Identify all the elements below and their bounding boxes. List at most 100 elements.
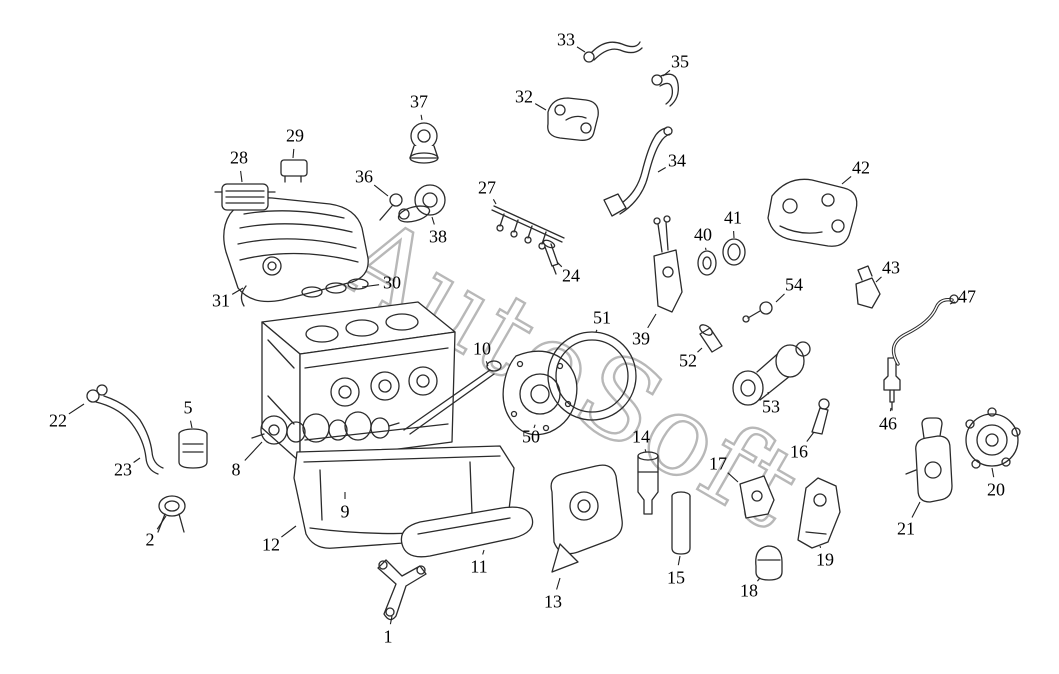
leader-line-36 [373,184,389,197]
bracket-42-drawing [767,178,858,247]
leader-line-28 [240,170,243,183]
piston-pin-drawing [157,495,186,533]
callout-30: 30 [383,272,401,293]
ring-41-drawing [722,238,746,266]
callout-54: 54 [785,274,803,295]
callout-2: 2 [145,529,155,550]
purge-valve-drawing [905,417,953,503]
callout-33: 33 [557,29,575,50]
leader-line-1 [389,615,393,625]
vacuum-tube-33-drawing [583,41,643,63]
plug-wire-drawing [891,294,959,366]
fuel-rail-drawing [491,205,565,250]
leader-line-14 [644,449,647,453]
callout-41: 41 [724,207,742,228]
callout-11: 11 [470,556,488,577]
callout-13: 13 [544,591,562,612]
injector-24-drawing [542,239,559,275]
cap-drawing [755,545,783,581]
leader-line-39 [647,313,657,329]
leader-line-17 [727,472,739,483]
leader-line-50 [533,424,536,429]
relay-drawing [280,159,308,183]
callout-36: 36 [355,166,373,187]
leader-line-12 [281,525,297,538]
oil-filter-drawing [178,428,208,469]
callout-18: 18 [740,580,758,601]
callout-52: 52 [679,350,697,371]
sensor-43-drawing [855,265,881,309]
callout-40: 40 [694,224,712,245]
leader-line-30 [361,284,380,288]
callout-22: 22 [49,410,67,431]
seal-40-drawing [697,250,717,276]
callout-31: 31 [212,290,230,311]
leader-line-35 [662,69,671,77]
leader-line-18 [756,577,761,582]
leader-line-2 [156,515,167,530]
leader-line-54 [775,293,785,303]
leader-line-29 [292,148,295,159]
lower-pan-drawing [400,506,534,558]
sensor-54-drawing [742,301,773,323]
leader-line-8 [244,441,263,461]
egr-valve-drawing [547,97,599,141]
leader-line-10 [485,361,489,367]
starter-drawing [732,341,811,406]
valve-38-drawing [397,184,446,223]
timing-cover-drawing [502,350,578,436]
callout-21: 21 [897,518,915,539]
leader-line-51 [595,329,598,333]
control-module-drawing [214,183,276,211]
callout-46: 46 [879,413,897,434]
callout-5: 5 [183,397,193,418]
seal-ring-drawing [547,331,637,421]
callout-47: 47 [958,286,976,307]
callout-32: 32 [515,86,533,107]
fuel-injector-drawing [637,451,659,515]
clip-36-drawing [379,193,410,221]
vacuum-tube-35-drawing [651,73,679,107]
mount-bracket-drawing [377,559,427,621]
leader-line-37 [420,114,423,121]
callout-43: 43 [882,257,900,278]
callout-14: 14 [632,426,650,447]
leader-line-27 [492,199,497,205]
leader-line-19 [819,545,822,548]
leader-line-43 [875,276,882,283]
callout-23: 23 [114,459,132,480]
leader-line-11 [482,549,485,555]
sensor-52-drawing [699,324,723,353]
leader-line-38 [431,216,435,225]
leader-line-40 [704,247,707,251]
water-pump-drawing [965,407,1021,469]
spacer-tube-drawing [671,491,691,555]
leader-line-53 [767,391,770,395]
manifold-gasket-drawing [301,278,369,298]
callout-37: 37 [410,91,428,112]
callout-8: 8 [231,459,241,480]
callout-35: 35 [671,51,689,72]
leader-line-47 [949,301,956,305]
leader-line-32 [534,103,547,111]
callout-17: 17 [709,453,727,474]
callout-16: 16 [790,441,808,462]
callout-53: 53 [762,396,780,417]
leader-line-22 [68,403,85,415]
leader-line-5 [189,420,193,429]
callout-51: 51 [593,307,611,328]
callout-50: 50 [522,426,540,447]
callout-1: 1 [383,626,393,647]
callout-10: 10 [473,338,491,359]
leader-line-24 [556,261,563,268]
leader-line-31 [231,287,244,295]
callout-9: 9 [340,501,350,522]
callout-20: 20 [987,479,1005,500]
sensor-16-drawing [811,398,830,435]
callout-38: 38 [429,226,447,247]
oil-cooler-drawing [550,464,623,573]
leader-line-16 [806,431,815,442]
